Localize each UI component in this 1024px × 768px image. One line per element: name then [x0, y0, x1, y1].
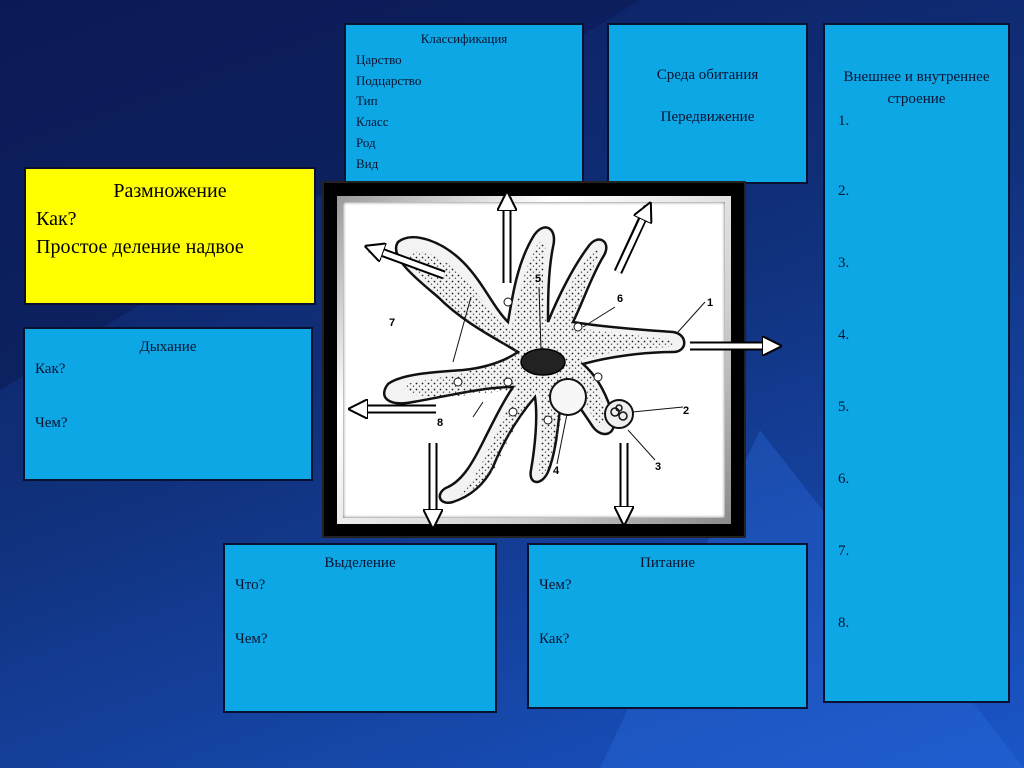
breathing-box: Дыхание Как? Чем? [23, 327, 313, 481]
figure-label: 2 [683, 405, 689, 417]
figure-label: 7 [389, 317, 395, 329]
structure-item: 7. [838, 542, 850, 559]
structure-item: 2. [838, 182, 850, 199]
excretion-question-with: Чем? [235, 630, 268, 647]
structure-list: 1. 2. 3. 4. 5. 6. 7. 8. [835, 111, 998, 685]
classification-line: Царство [356, 51, 402, 67]
amoeba-drawing: 1 2 3 4 5 6 7 8 [382, 226, 713, 504]
nutrition-question-how: Как? [539, 630, 570, 647]
reproduction-title: Размножение [113, 180, 227, 202]
structure-item: 5. [838, 398, 850, 415]
breathing-question-with: Чем? [35, 414, 68, 431]
habitat-title: Среда обитания [656, 67, 759, 83]
structure-item: 3. [838, 254, 850, 271]
figure-label: 4 [553, 465, 560, 477]
amoeba-figure-border: 1 2 3 4 5 6 7 8 [337, 196, 731, 524]
breathing-question-how: Как? [35, 360, 66, 377]
breathing-title: Дыхание [139, 339, 197, 355]
reproduction-question: Как? [36, 208, 77, 230]
nucleus [520, 348, 566, 376]
structure-item: 4. [838, 326, 850, 343]
figure-label: 3 [655, 461, 661, 473]
figure-label: 1 [707, 297, 713, 309]
figure-label: 5 [535, 273, 541, 285]
amoeba-figure-frame: 1 2 3 4 5 6 7 8 [322, 181, 746, 538]
amoeba-figure: 1 2 3 4 5 6 7 8 [343, 202, 725, 518]
classification-line: Вид [356, 155, 379, 171]
habitat-box: Среда обитания Передвижение [607, 23, 808, 184]
reproduction-answer: Простое деление надвое [36, 236, 244, 258]
nutrition-box: Питание Чем? Как? [527, 543, 808, 709]
figure-label: 8 [437, 417, 443, 429]
movement-title: Передвижение [660, 108, 755, 125]
excretion-title: Выделение [324, 555, 396, 571]
figure-label: 6 [617, 293, 623, 305]
classification-line: Подцарство [356, 72, 422, 88]
nutrition-question-with: Чем? [539, 576, 572, 593]
structure-item: 1. [838, 112, 850, 129]
structure-item: 6. [838, 470, 850, 487]
nutrition-title: Питание [640, 555, 695, 571]
classification-line: Род [356, 134, 376, 150]
excretion-question-what: Что? [235, 576, 266, 593]
reproduction-box: Размножение Как? Простое деление надвое [24, 167, 316, 305]
classification-line: Тип [356, 93, 378, 109]
classification-line: Класс [356, 114, 389, 130]
contractile-vacuole [549, 378, 587, 416]
structure-title: Внешнее и внутреннее строение [843, 69, 990, 107]
excretion-box: Выделение Что? Чем? [223, 543, 497, 713]
structure-box: Внешнее и внутреннее строение 1. 2. 3. 4… [823, 23, 1010, 703]
structure-item: 8. [838, 614, 850, 631]
classification-title: Классификация [420, 31, 508, 46]
classification-box: Классификация Царство Подцарство Тип Кла… [344, 23, 584, 183]
